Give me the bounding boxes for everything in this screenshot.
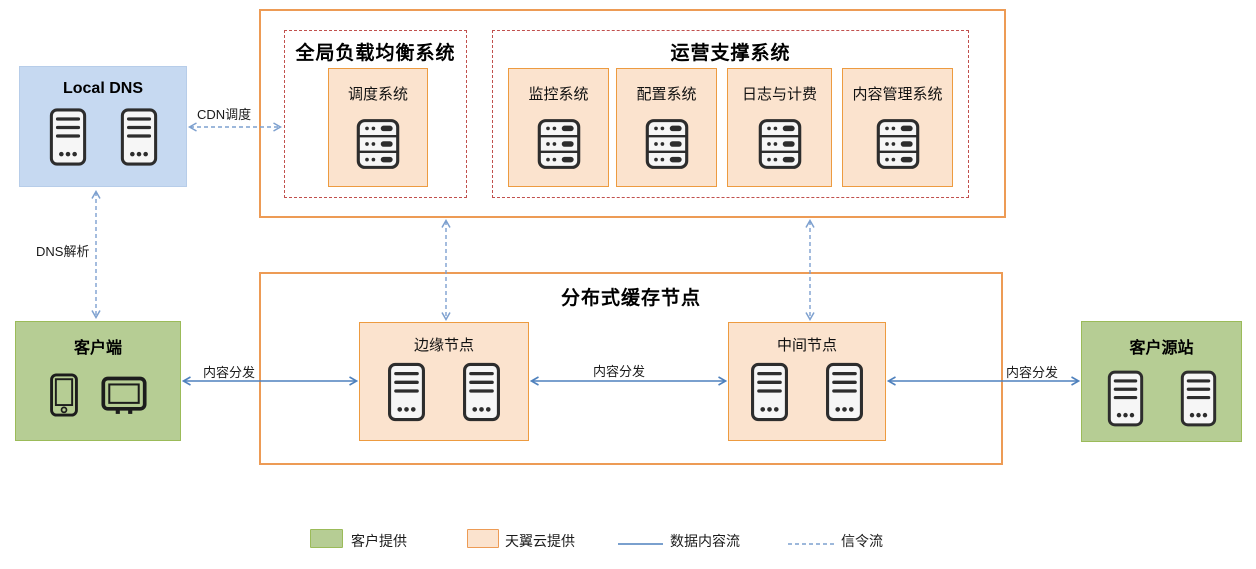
content-management-system-box: 内容管理系统 xyxy=(842,68,953,187)
monitoring-system-label: 监控系统 xyxy=(528,86,589,103)
content-dist-label-1: 内容分发 xyxy=(203,365,256,380)
client-title: 客户端 xyxy=(73,340,122,357)
oss-title: 运营支撑系统 xyxy=(670,43,791,64)
logs-billing-system-label: 日志与计费 xyxy=(741,86,817,103)
gslb-group: 全局负载均衡系统 xyxy=(284,30,467,198)
gslb-title: 全局负载均衡系统 xyxy=(295,43,456,64)
legend-cloud-label: 天翼云提供 xyxy=(505,533,575,549)
server-icon xyxy=(462,362,501,422)
edge-node-box: 边缘节点 xyxy=(359,322,529,441)
legend-customer-label: 客户提供 xyxy=(351,533,407,549)
server-icon xyxy=(1107,369,1144,428)
legend-customer-swatch xyxy=(310,529,343,548)
rack-server-icon xyxy=(876,118,920,170)
smartphone-icon xyxy=(49,373,79,417)
origin-title: 客户源站 xyxy=(1129,340,1194,357)
content-dist-label-3: 内容分发 xyxy=(1006,365,1059,380)
rack-server-icon xyxy=(758,118,802,170)
configuration-system-label: 配置系统 xyxy=(636,86,697,103)
oss-group: 运营支撑系统 xyxy=(492,30,969,198)
monitoring-system-box: 监控系统 xyxy=(508,68,609,187)
scheduling-system-label: 调度系统 xyxy=(347,86,408,103)
legend-cloud-swatch xyxy=(467,529,499,548)
monitor-icon xyxy=(101,376,147,415)
rack-server-icon xyxy=(645,118,689,170)
logs-billing-system-box: 日志与计费 xyxy=(727,68,832,187)
legend-data-flow-label: 数据内容流 xyxy=(670,533,740,549)
origin-box: 客户源站 xyxy=(1081,321,1242,442)
cdn-dispatch-label: CDN调度 xyxy=(197,107,252,122)
content-dist-label-2: 内容分发 xyxy=(593,364,646,379)
middle-node-box: 中间节点 xyxy=(728,322,886,441)
client-box: 客户端 xyxy=(15,321,181,441)
local-dns-title: Local DNS xyxy=(62,80,143,97)
rack-server-icon xyxy=(537,118,581,170)
configuration-system-box: 配置系统 xyxy=(616,68,717,187)
scheduling-system-box: 调度系统 xyxy=(328,68,428,187)
middle-node-label: 中间节点 xyxy=(776,337,837,354)
edge-node-label: 边缘节点 xyxy=(413,337,474,354)
legend-signal-flow-label: 信令流 xyxy=(841,533,883,549)
content-management-system-label: 内容管理系统 xyxy=(852,86,943,103)
server-icon xyxy=(825,362,864,422)
cache-title: 分布式缓存节点 xyxy=(560,288,701,309)
local-dns-box: Local DNS xyxy=(19,66,187,187)
server-icon xyxy=(387,362,426,422)
dns-resolution-label: DNS解析 xyxy=(36,244,90,259)
rack-server-icon xyxy=(356,118,400,170)
server-icon xyxy=(120,107,158,167)
server-icon xyxy=(49,107,87,167)
server-icon xyxy=(750,362,789,422)
server-icon xyxy=(1180,369,1217,428)
